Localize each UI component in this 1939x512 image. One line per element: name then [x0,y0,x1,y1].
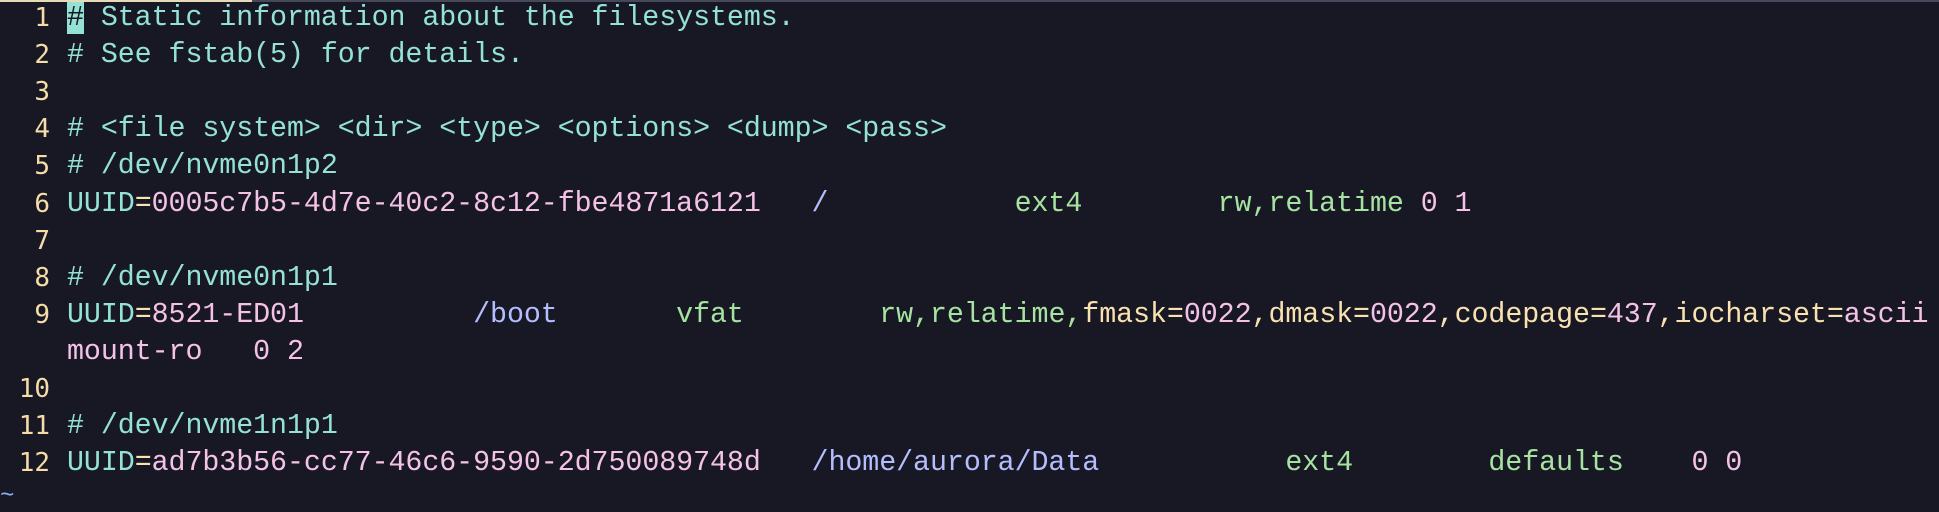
token-path: / [811,187,1015,220]
token-eq: = [1826,298,1844,331]
line-number: 4 [34,114,50,145]
line-number: 2 [34,40,50,71]
token-val: ad7b3b56-cc77-46c6-9590-2d750089748d [151,447,812,480]
line-number: 11 [18,411,50,442]
token-eq: = [1353,298,1370,331]
editor-line[interactable]: 12 UUID=ad7b3b56-cc77-46c6-9590-2d7500897… [0,445,1939,482]
token-opt: ,codepage [1437,298,1590,331]
line-text[interactable]: # /dev/nvme1n1p1 [67,408,338,445]
token-green: rw,relatime [1217,187,1421,220]
token-val: 0022 [1183,298,1252,331]
token-eq: = [134,447,152,480]
editor-line[interactable]: 11 # /dev/nvme1n1p1 [0,408,1939,445]
token-path: /home/aurora/Data [811,447,1286,480]
line-number: 12 [18,448,50,479]
line-text[interactable]: # /dev/nvme0n1p1 [67,260,338,297]
token-val: mount-ro 0 2 [67,335,304,368]
token-eq: = [1589,298,1607,331]
token-val: 0 1 [1420,187,1472,220]
line-number: 6 [34,188,50,219]
editor-line[interactable]: 2 # See fstab(5) for details. [0,37,1939,74]
line-number: 10 [18,374,50,404]
line-text[interactable]: UUID=0005c7b5-4d7e-40c2-8c12-fbe4871a612… [67,186,1472,223]
token-green: ext4 [1014,187,1218,220]
line-text[interactable]: # <file system> <dir> <type> <options> <… [67,111,947,148]
token-opt: , [1251,298,1269,331]
line-number: 3 [34,77,50,108]
token-opt: fmask [1082,298,1167,331]
editor-line[interactable]: 4 # <file system> <dir> <type> <options> … [0,111,1939,148]
line-number: 1 [34,3,50,33]
token-val: 0 0 [1691,447,1743,480]
editor-line[interactable]: 6 UUID=0005c7b5-4d7e-40c2-8c12-fbe4871a61… [0,186,1939,223]
token-green: ext4 [1285,447,1489,480]
token-eq: = [1166,298,1184,331]
line-text[interactable]: UUID=ad7b3b56-cc77-46c6-9590-2d750089748… [67,445,1742,482]
token-comment: # /dev/nvme0n1p2 [67,150,338,183]
token-comment: # /dev/nvme0n1p1 [67,261,338,294]
editor-line[interactable]: 7 [0,223,1939,260]
token-val: 437 [1606,298,1658,331]
token-val: 0022 [1369,298,1438,331]
line-text[interactable]: # See fstab(5) for details. [67,37,524,74]
line-text[interactable]: # /dev/nvme0n1p2 [67,148,338,185]
line-text[interactable]: mount-ro 0 2 [67,334,304,371]
editor-line[interactable]: 8 # /dev/nvme0n1p1 [0,260,1939,297]
token-val: 0005c7b5-4d7e-40c2-8c12-fbe4871a6121 [151,187,812,220]
line-number: 9 [34,299,50,330]
token-key: UUID [67,447,135,480]
editor-line[interactable]: 10 [0,371,1939,408]
token-green: vfat [676,298,880,331]
editor-line[interactable]: mount-ro 0 2 [0,334,1939,371]
end-of-buffer-tilde: ~ [0,483,15,510]
token-key: UUID [67,187,135,220]
token-comment: # See fstab(5) for details. [67,39,524,72]
editor-line[interactable]: 3 [0,74,1939,111]
token-opt: ,iocharset [1657,298,1827,331]
token-comment: # /dev/nvme1n1p1 [67,410,338,443]
editor-line[interactable]: 5 # /dev/nvme0n1p2 [0,148,1939,185]
line-text[interactable]: UUID=8521-ED01 /boot vfat rw,relatime,fm… [67,297,1928,334]
token-eq: = [134,298,152,331]
token-val: 8521-ED01 [151,298,474,331]
line-text[interactable]: # Static information about the filesyste… [67,0,795,37]
token-key: UUID [67,298,135,331]
line-number: 5 [34,151,50,182]
token-val: ascii [1843,298,1929,331]
token-comment: # <file system> <dir> <type> <options> <… [67,113,947,146]
line-number: 7 [34,225,50,256]
token-opt: dmask [1268,298,1354,331]
window-top-border [0,0,1939,2]
token-green: defaults [1488,447,1692,480]
token-path: /boot [473,298,677,331]
token-green: rw,relatime, [879,298,1083,331]
token-eq: = [134,187,152,220]
text-cursor: # [67,2,84,34]
tab-indicator [0,0,252,2]
token-comment: Static information about the filesystems… [83,2,795,34]
line-number: 8 [34,262,50,293]
editor-line[interactable]: 1 # Static information about the filesyst… [0,0,1939,37]
